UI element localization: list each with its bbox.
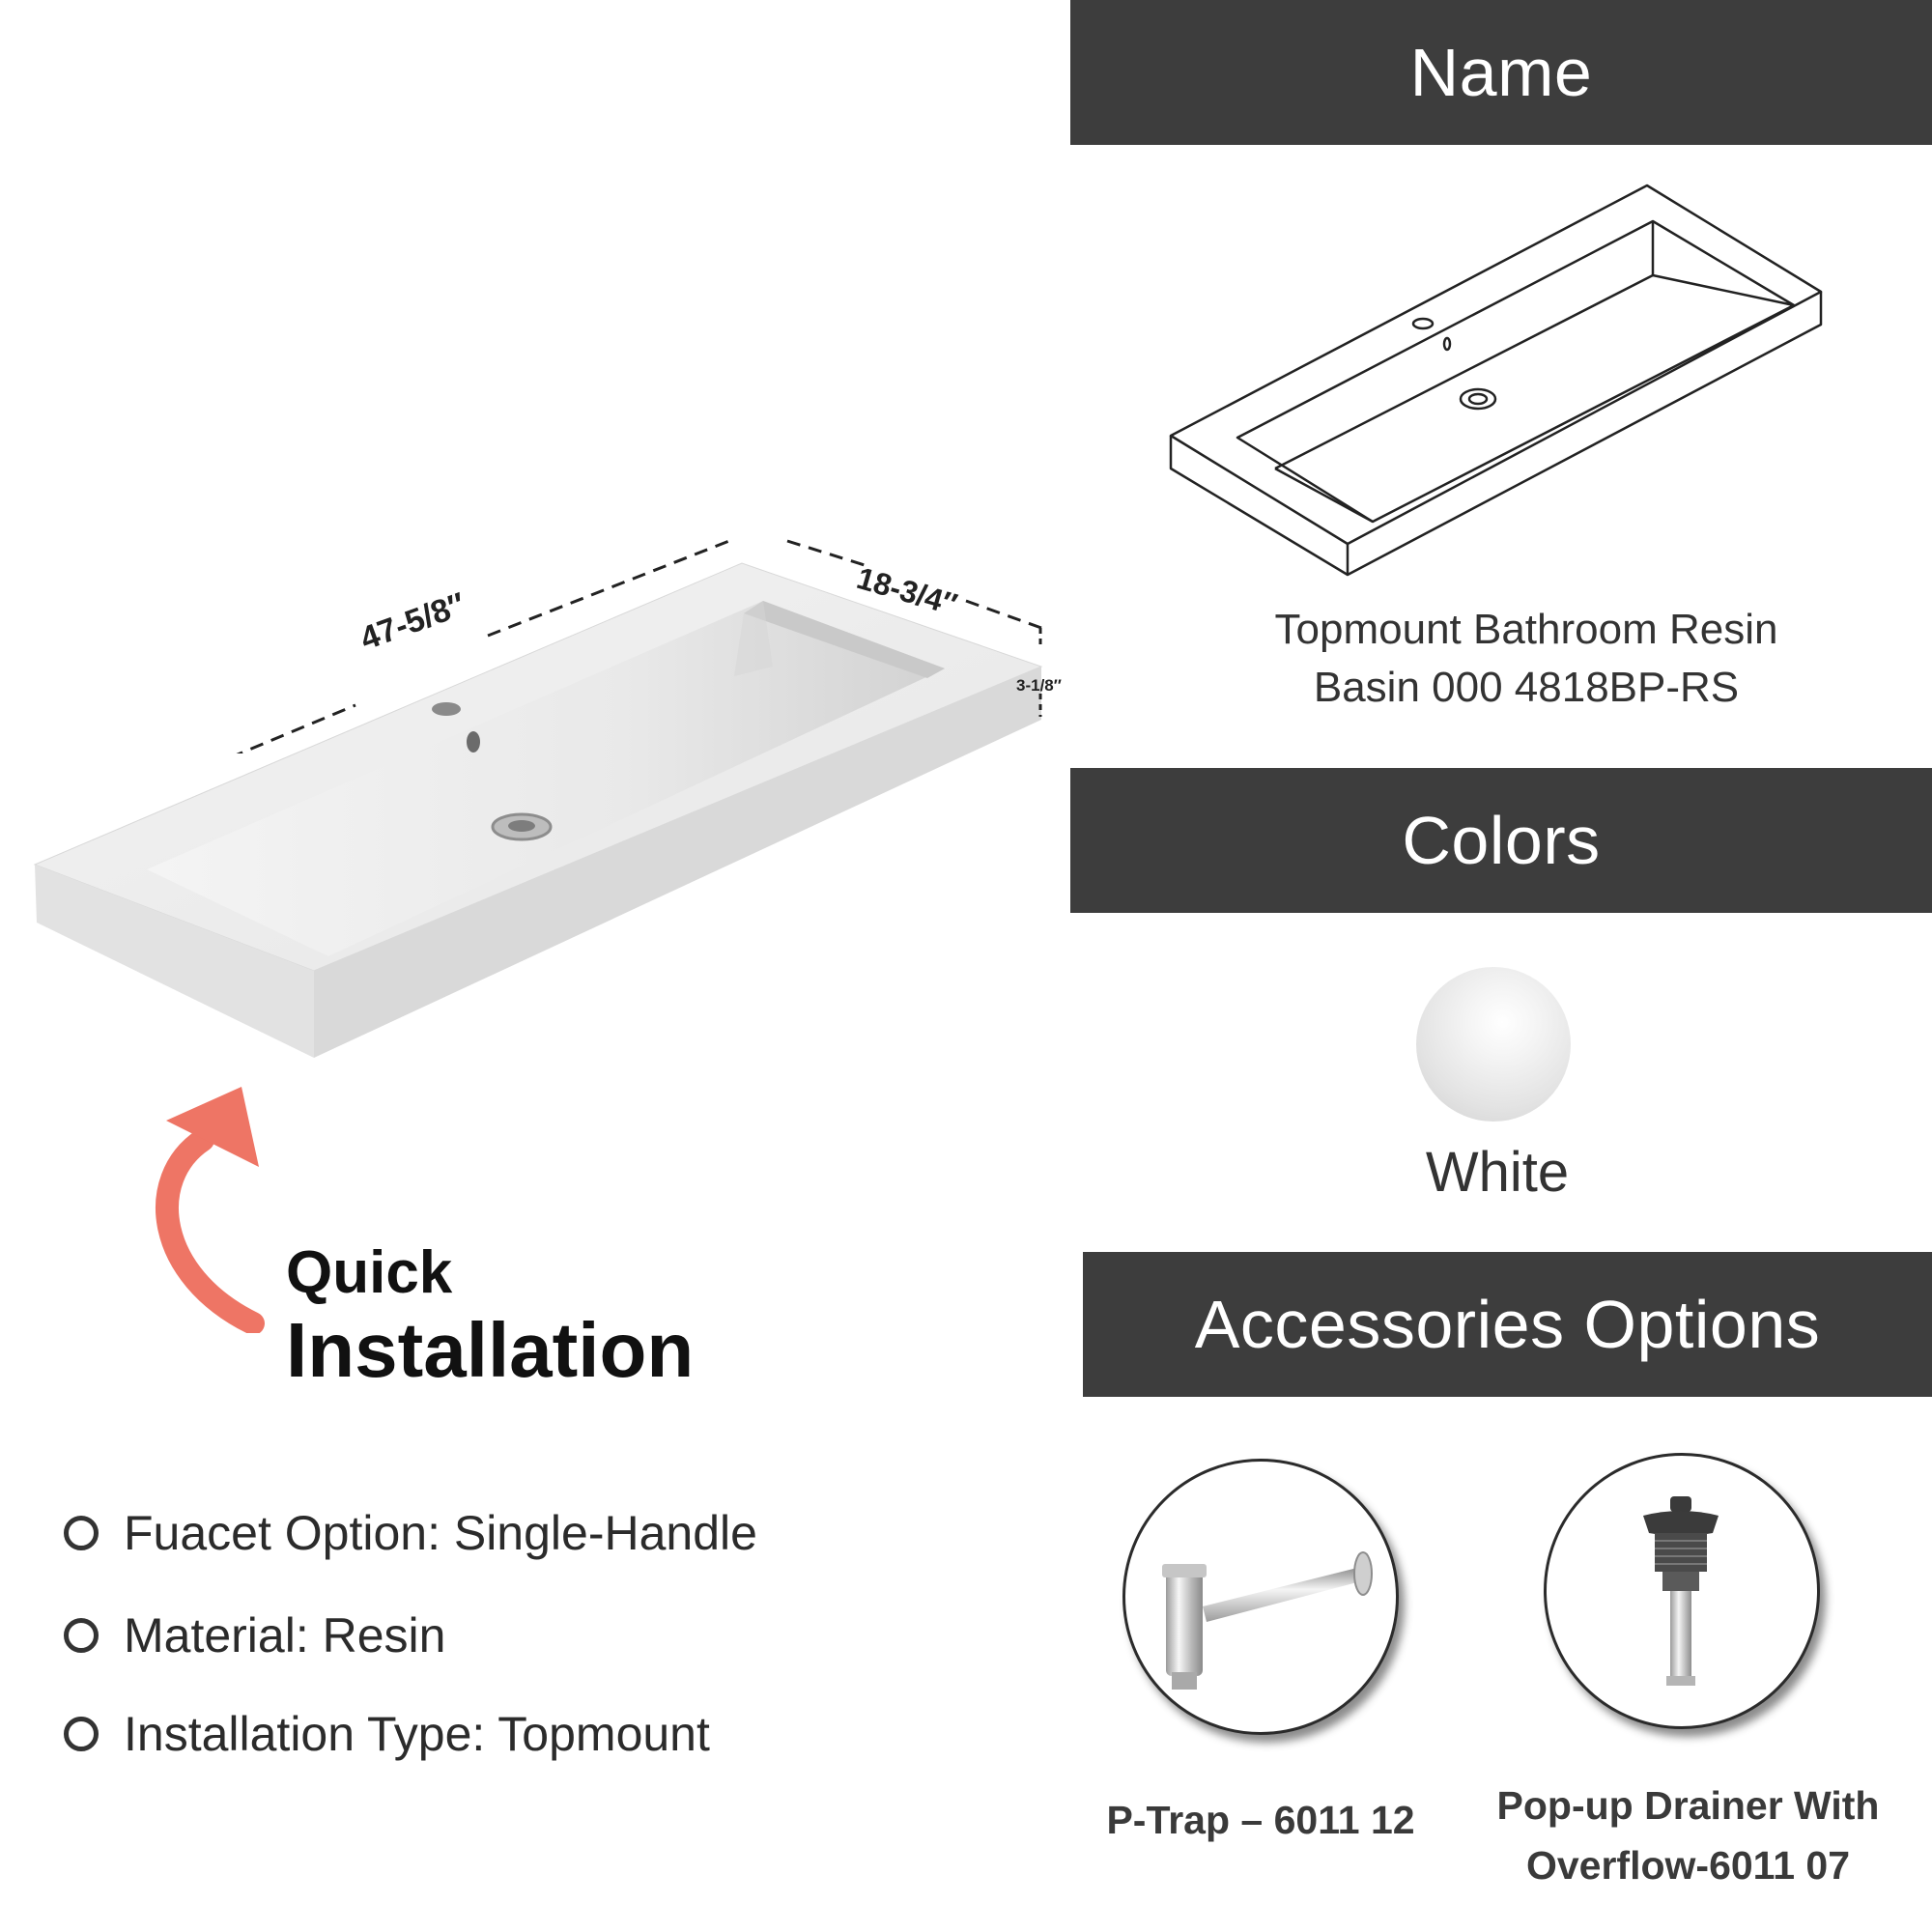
p-trap-icon [1162, 1551, 1373, 1690]
feature-item: Installation Type: Topmount [64, 1706, 710, 1762]
accessory-label: P-Trap – 6011 12 [1082, 1790, 1439, 1850]
pop-up-drain-icon [1643, 1496, 1719, 1686]
feature-text: Material: Resin [124, 1608, 446, 1662]
basin-photo [33, 562, 1043, 1058]
accessory-label-line: P-Trap – 6011 12 [1106, 1798, 1415, 1842]
bullet-ring-icon [64, 1717, 99, 1751]
curved-arrow-icon [156, 1087, 265, 1333]
accessories-header: Accessories Options [1083, 1252, 1932, 1397]
basin-line-drawing [1169, 184, 1823, 577]
colors-header: Colors [1070, 768, 1932, 913]
accessory-label: Pop-up Drainer With Overflow-6011 07 [1468, 1776, 1908, 1895]
accessory-label-line: Pop-up Drainer With [1496, 1783, 1880, 1828]
feature-item: Fuacet Option: Single-Handle [64, 1505, 757, 1561]
feature-text: Fuacet Option: Single-Handle [124, 1506, 757, 1560]
height-dimension: 3-1/8″ [1016, 676, 1062, 695]
feature-text: Installation Type: Topmount [124, 1707, 710, 1761]
bullet-ring-icon [64, 1618, 99, 1653]
name-header: Name [1070, 0, 1932, 145]
quick-heading: Quick [286, 1239, 453, 1306]
installation-heading: Installation [286, 1307, 695, 1393]
product-name-line: Topmount Bathroom Resin [1274, 606, 1778, 653]
color-name: White [1425, 1141, 1570, 1204]
dimension-lines [236, 537, 1042, 753]
bullet-ring-icon [64, 1516, 99, 1550]
accessory-label-line: Overflow-6011 07 [1525, 1843, 1851, 1888]
white-color-swatch[interactable] [1416, 967, 1571, 1122]
feature-item: Material: Resin [64, 1607, 445, 1663]
product-name-line: Basin 000 4818BP-RS [1313, 664, 1740, 711]
accessory-p-trap[interactable] [1122, 1459, 1399, 1735]
product-name: Topmount Bathroom Resin Basin 000 4818BP… [1208, 601, 1845, 717]
accessory-pop-up-drainer[interactable] [1544, 1453, 1820, 1729]
